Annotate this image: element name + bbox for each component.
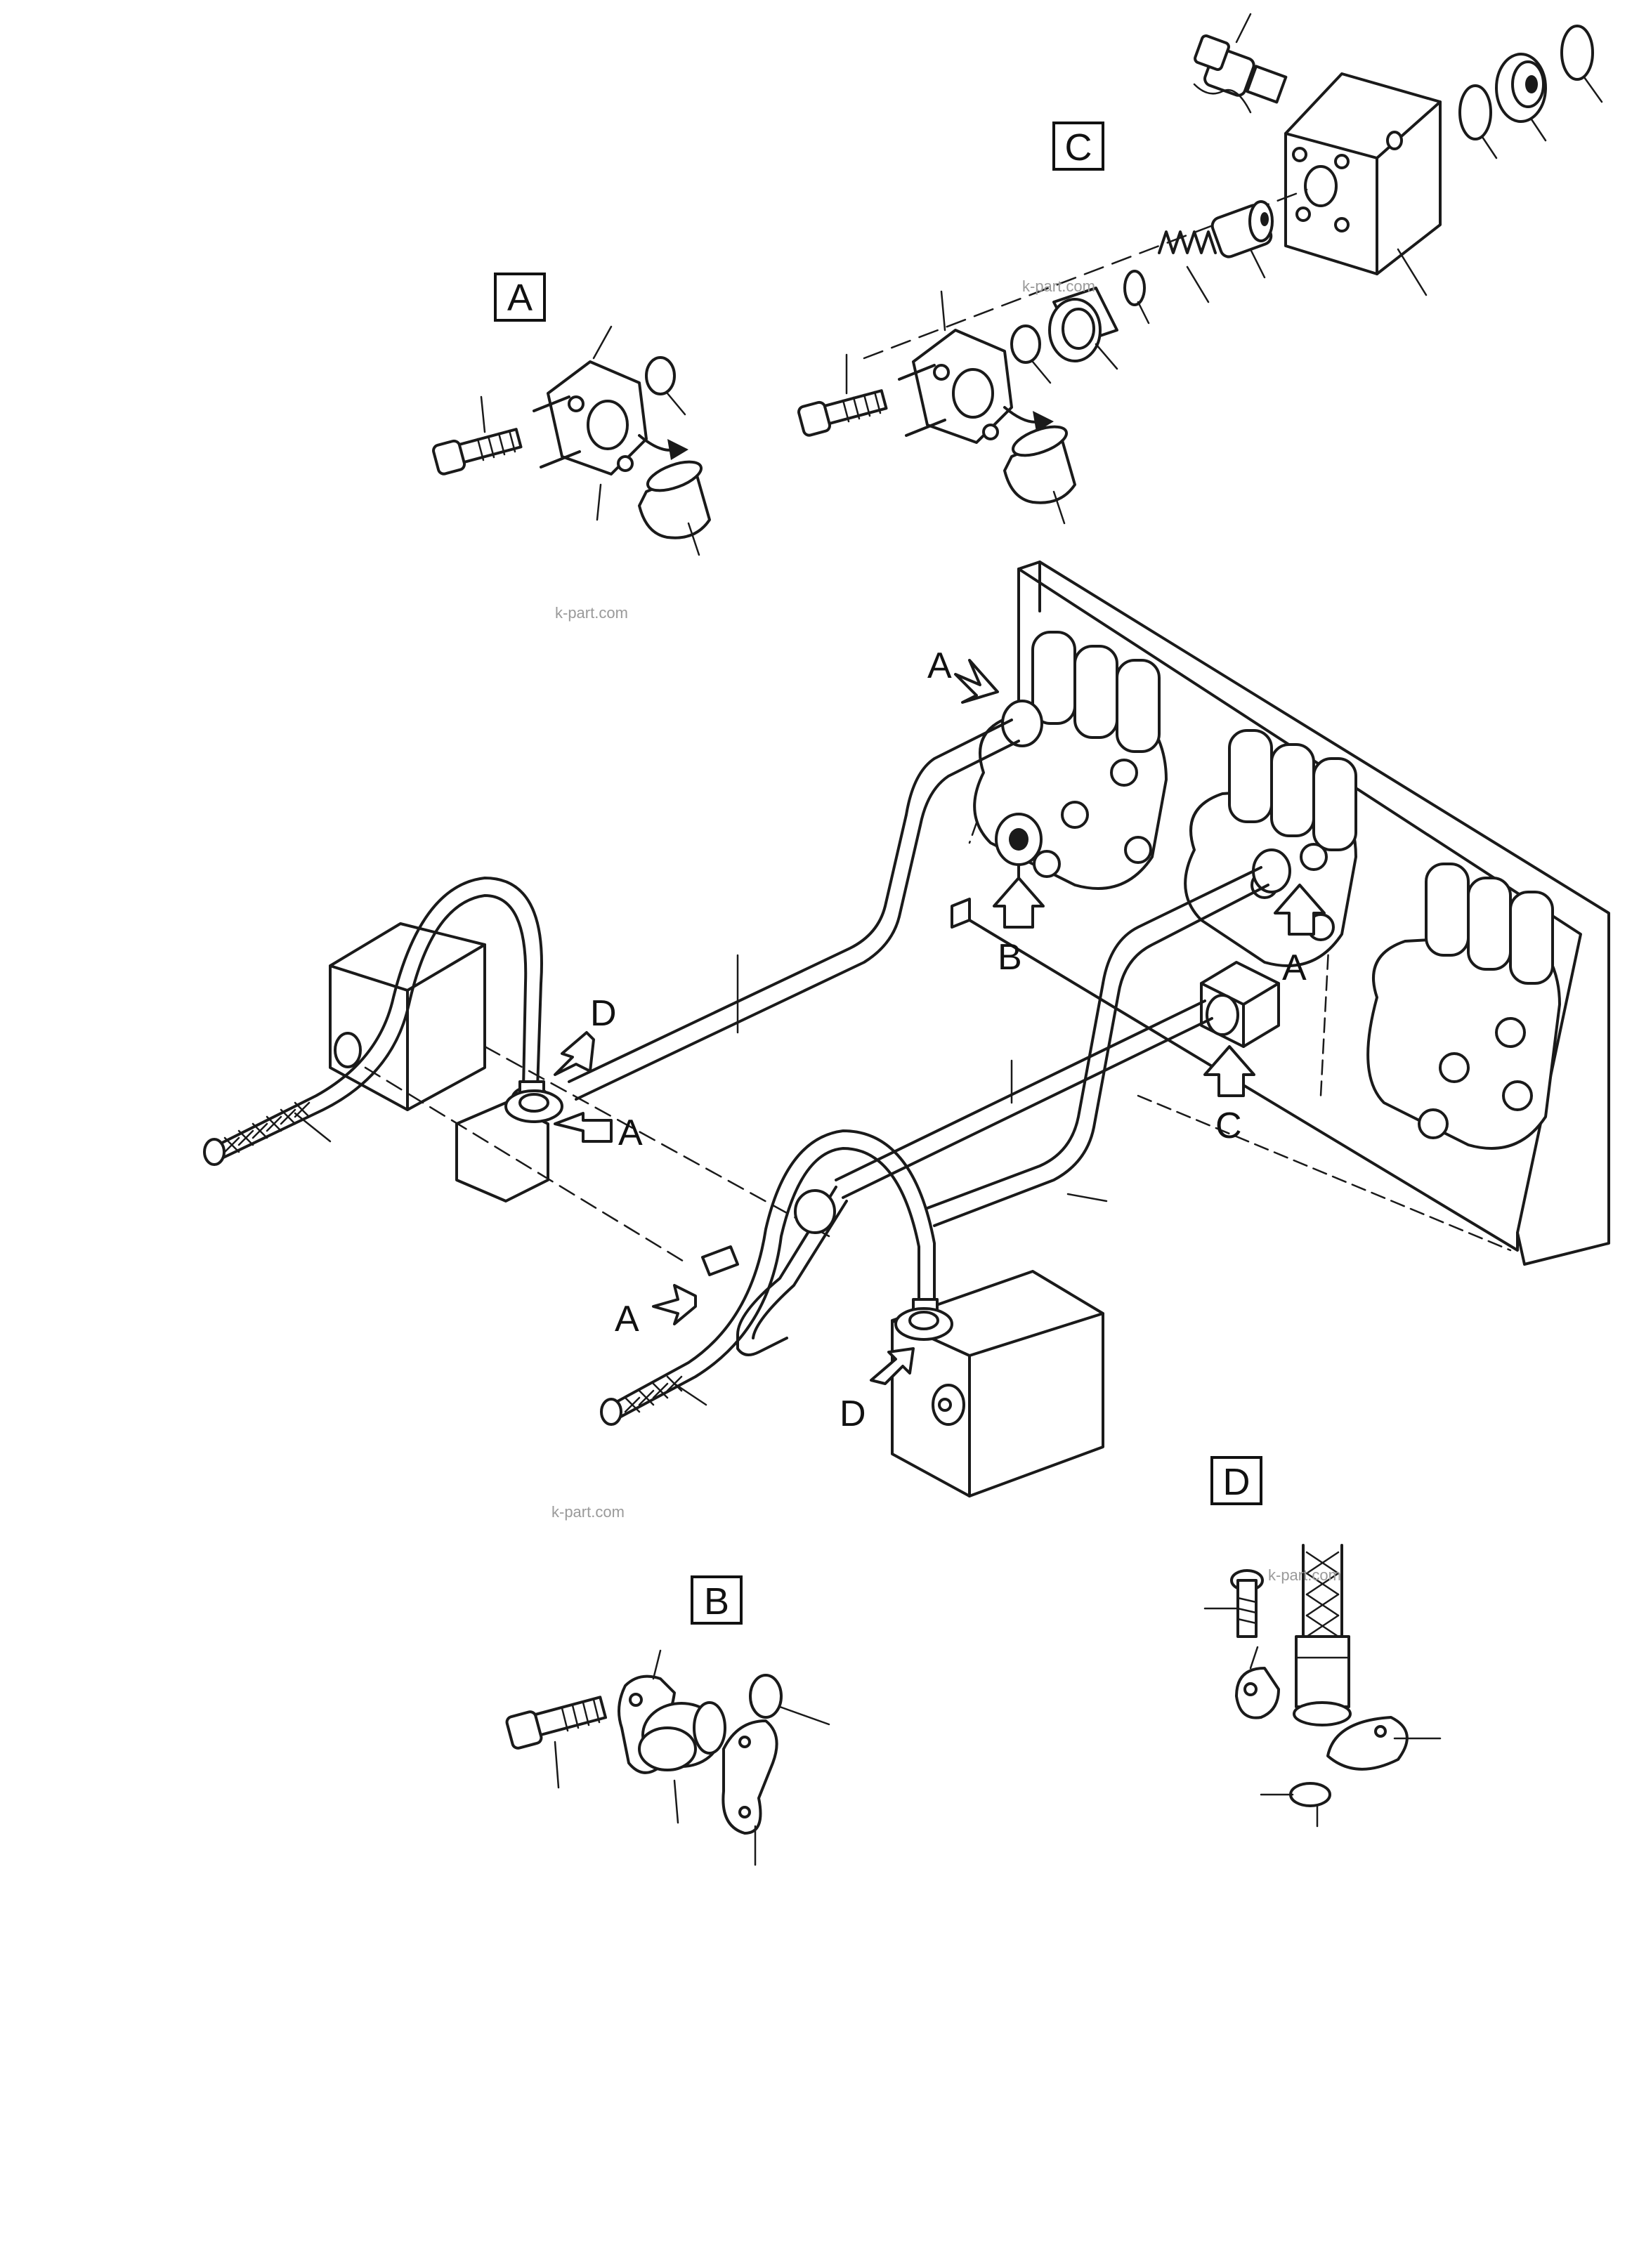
protection-cap bbox=[1003, 425, 1076, 504]
detail-d-label-box bbox=[1210, 1456, 1262, 1505]
valve-seat bbox=[1048, 287, 1118, 362]
svg-text:D: D bbox=[590, 993, 617, 1034]
hose-right bbox=[600, 1129, 939, 1426]
plug bbox=[1495, 53, 1547, 123]
detail-b-label-box bbox=[691, 1575, 743, 1625]
detail-c-label-box bbox=[1052, 122, 1104, 171]
callout-a-2: A bbox=[1274, 884, 1326, 988]
port-a-fitting bbox=[1001, 700, 1043, 747]
split-flange bbox=[533, 360, 648, 476]
o-ring bbox=[1123, 270, 1146, 306]
actuator-right bbox=[701, 1189, 1104, 1497]
relief-valve-cartridge bbox=[1193, 13, 1288, 114]
pipe-line-bottom bbox=[736, 1186, 848, 1356]
callout-d-2: D bbox=[840, 1347, 915, 1434]
split-flange-half bbox=[1235, 1667, 1280, 1719]
detail-b: B bbox=[505, 1575, 830, 1866]
pipe-line-middle bbox=[926, 866, 1269, 1227]
hose-clamp-left bbox=[504, 1089, 563, 1123]
detail-d-label: D bbox=[1223, 1461, 1251, 1503]
cap-screw bbox=[505, 1696, 608, 1750]
control-valve-section-2 bbox=[1184, 729, 1357, 967]
watermark: k-part.com bbox=[1268, 1566, 1341, 1584]
port-c-block bbox=[1200, 961, 1280, 1048]
cap-screw bbox=[797, 389, 888, 437]
svg-text:C: C bbox=[1215, 1106, 1242, 1146]
spring bbox=[1158, 230, 1217, 254]
svg-text:B: B bbox=[998, 937, 1022, 978]
o-ring bbox=[1458, 84, 1492, 140]
svg-text:A: A bbox=[615, 1299, 639, 1339]
pipe-line-upper bbox=[568, 719, 1020, 1101]
hose-clamp-right bbox=[894, 1307, 953, 1341]
pipe-line-lower bbox=[835, 999, 1213, 1199]
port-a-fitting bbox=[1252, 848, 1291, 893]
main-assembly: A B A C D A A D k-part.com bbox=[203, 561, 1610, 1521]
svg-text:A: A bbox=[1282, 948, 1307, 988]
detail-d: D k-part.com bbox=[1203, 1456, 1442, 1828]
detail-a-label: A bbox=[507, 277, 533, 319]
o-ring bbox=[1560, 25, 1594, 81]
control-valve-section-3 bbox=[1366, 863, 1561, 1150]
o-ring bbox=[1289, 1782, 1331, 1807]
callout-a-1: A bbox=[927, 645, 999, 704]
split-flange-half bbox=[1326, 1716, 1409, 1771]
callout-c: C bbox=[1203, 1045, 1255, 1146]
split-flange-half bbox=[721, 1719, 778, 1835]
callout-a-4: A bbox=[615, 1284, 697, 1339]
protection-cap bbox=[638, 460, 711, 539]
svg-text:D: D bbox=[840, 1394, 866, 1434]
callout-d-1: D bbox=[554, 993, 617, 1076]
cap-screw bbox=[1230, 1569, 1264, 1638]
hose-end bbox=[1293, 1544, 1352, 1726]
callout-a-3: A bbox=[554, 1112, 643, 1153]
o-ring bbox=[1010, 325, 1041, 364]
watermark: k-part.com bbox=[555, 604, 628, 622]
callout-b: B bbox=[993, 877, 1045, 978]
watermark: k-part.com bbox=[551, 1503, 625, 1521]
port-b-fitting bbox=[995, 813, 1043, 866]
watermark: k-part.com bbox=[1022, 277, 1095, 295]
cap-screw bbox=[432, 428, 523, 476]
flange-fitting bbox=[638, 1701, 726, 1771]
o-ring bbox=[645, 356, 676, 395]
detail-c: C bbox=[797, 13, 1603, 525]
valve-block bbox=[1284, 72, 1442, 296]
svg-text:A: A bbox=[618, 1113, 643, 1153]
svg-text:A: A bbox=[927, 645, 952, 686]
poppet bbox=[1210, 200, 1274, 258]
detail-a: A k-part.com bbox=[432, 273, 711, 622]
o-ring bbox=[749, 1674, 783, 1719]
actuator-left bbox=[329, 922, 830, 1266]
detail-c-label: C bbox=[1065, 126, 1092, 169]
split-flange bbox=[898, 329, 1013, 444]
detail-a-label-box bbox=[494, 273, 546, 322]
detail-b-label: B bbox=[704, 1580, 729, 1623]
